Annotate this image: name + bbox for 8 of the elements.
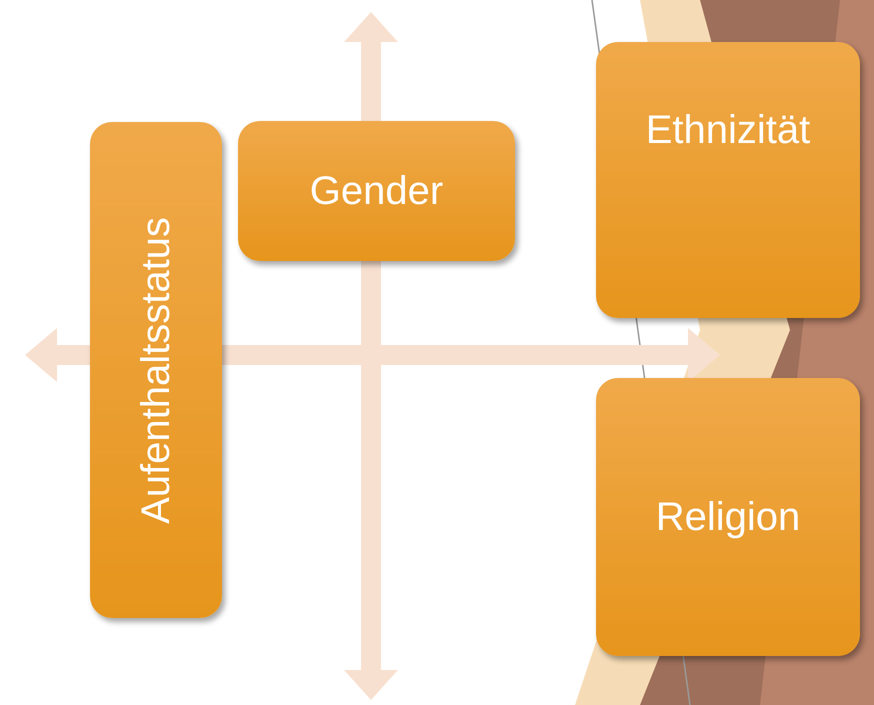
category-label: Gender [310,168,444,214]
category-label: Religion [656,494,800,540]
category-box [596,378,860,656]
category-box [90,122,222,618]
category-box [238,121,515,261]
category-label: Aufenthaltsstatus [134,216,178,524]
category-label: Ethnizität [646,108,810,152]
category-box [596,42,860,318]
